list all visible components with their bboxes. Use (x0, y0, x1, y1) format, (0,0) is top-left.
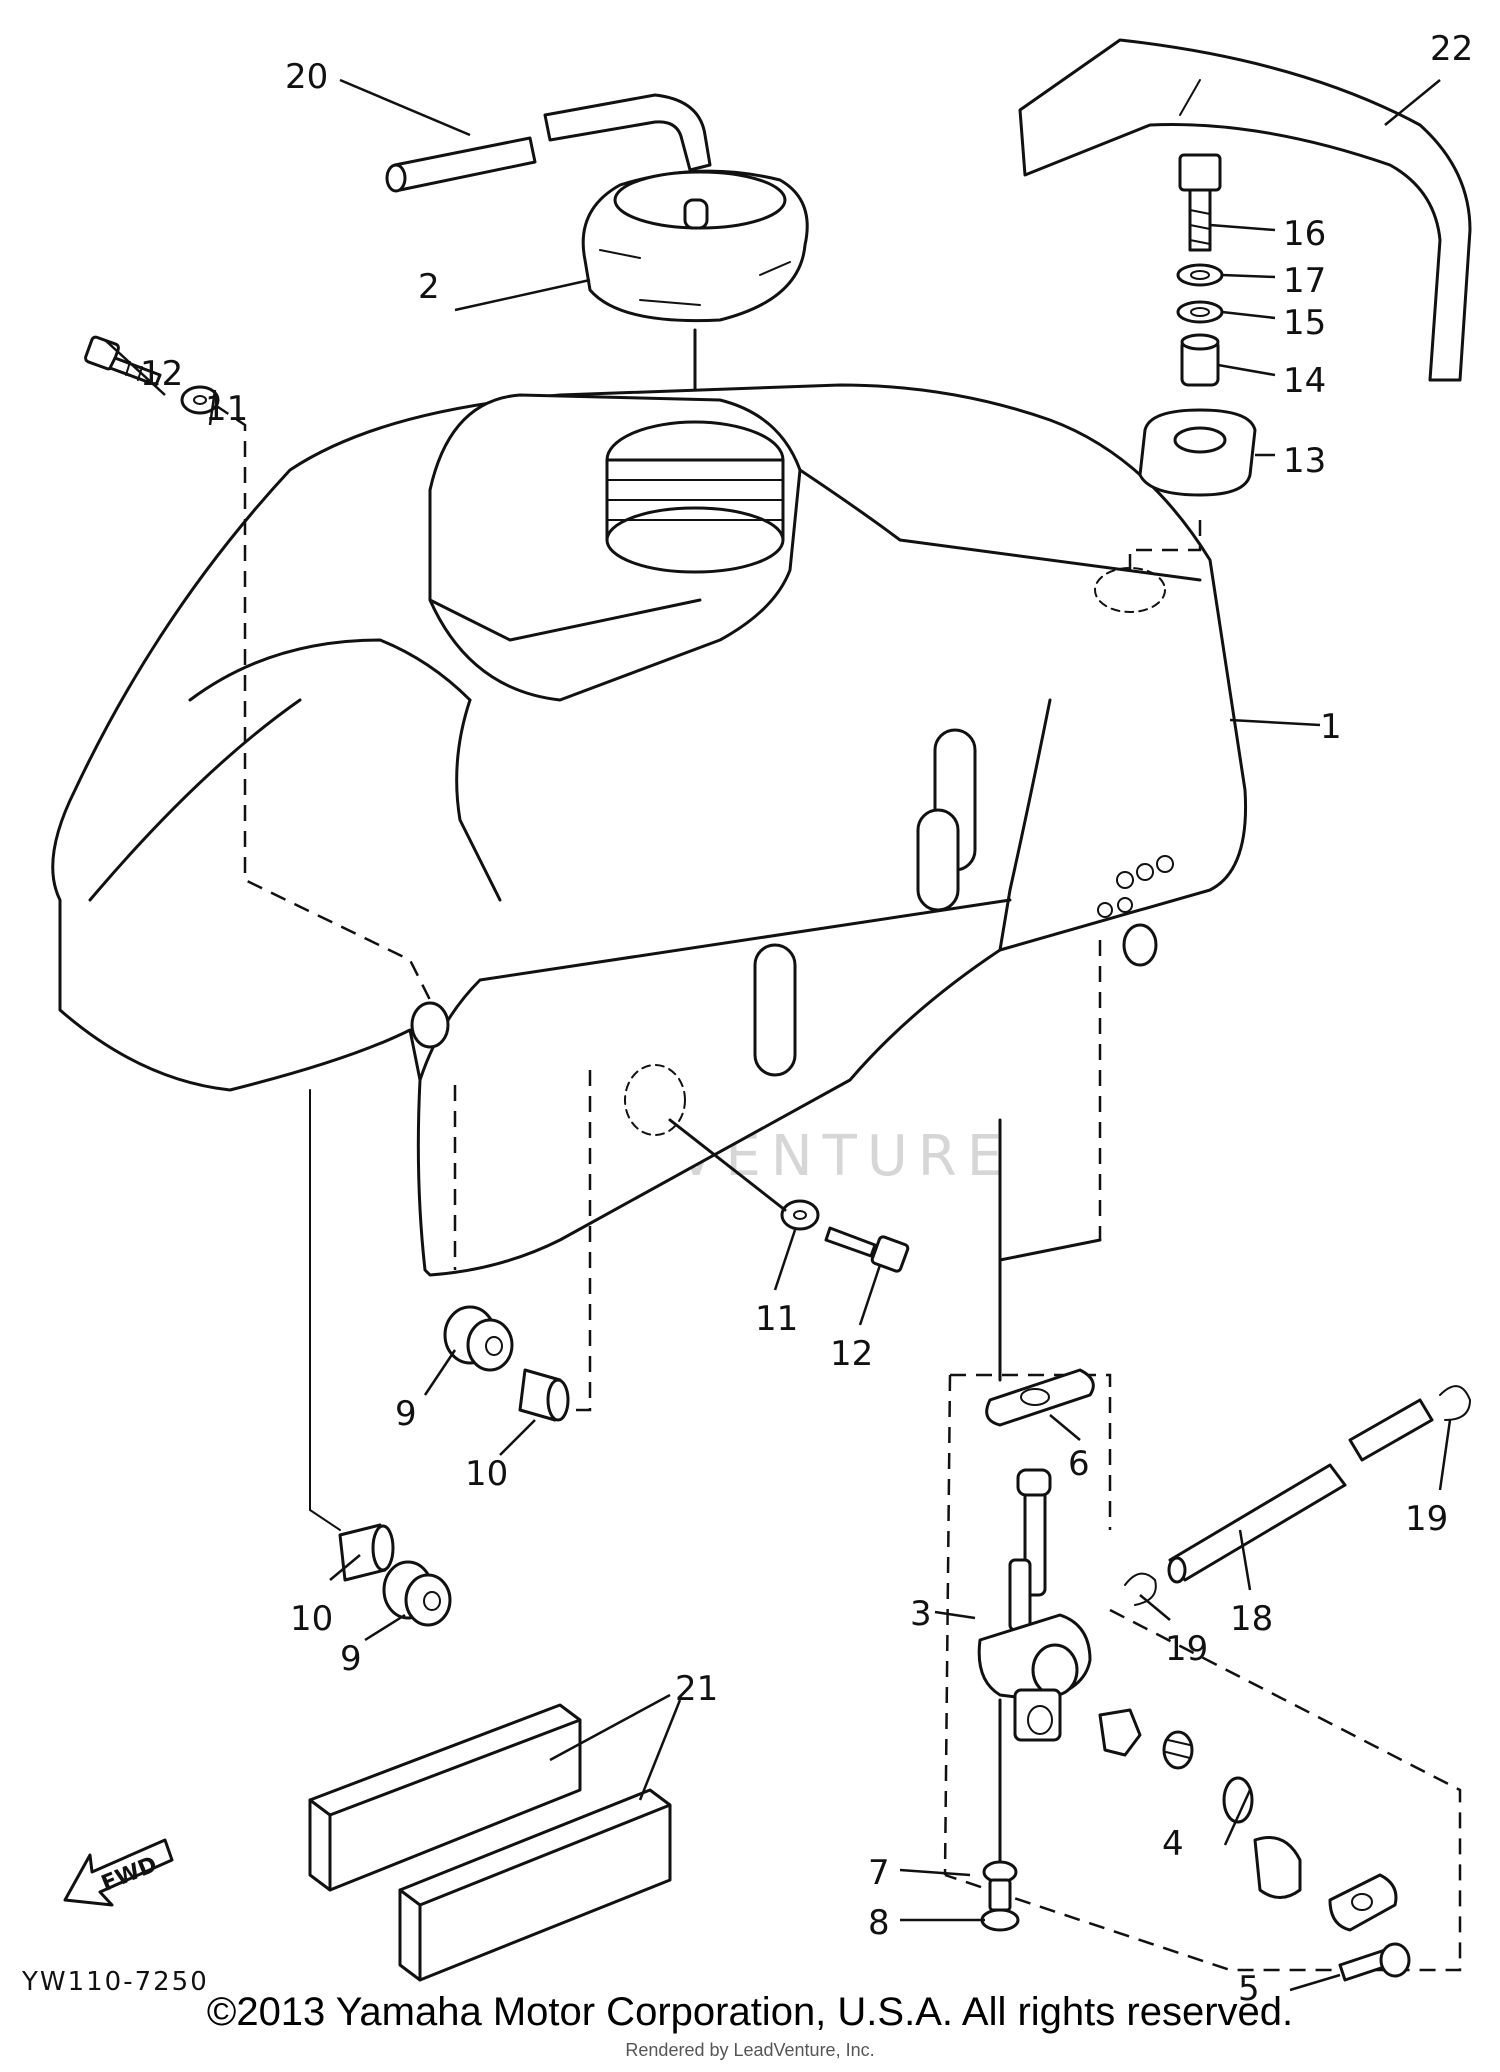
part-14-collar (1180, 333, 1220, 387)
part-2-fuel-cap (581, 169, 809, 323)
fwd-arrow-icon: FWD (63, 1838, 174, 1907)
callout-4: 4 (1162, 1824, 1184, 1864)
part-16-bolt (1178, 153, 1222, 252)
callout-7: 7 (868, 1853, 890, 1893)
part-18-fuel-hose (1167, 1398, 1434, 1584)
callout-13: 13 (1283, 441, 1326, 481)
callout-19-right: 19 (1405, 1499, 1448, 1539)
callout-6: 6 (1068, 1444, 1090, 1484)
callout-5: 5 (1238, 1969, 1260, 2009)
callout-22: 22 (1430, 29, 1473, 69)
callout-8: 8 (868, 1903, 890, 1943)
part-17-spring-washer (1176, 263, 1224, 287)
part-10-collar-lower (338, 1523, 395, 1582)
part-9-damper-lower (382, 1560, 452, 1627)
part-15-washer (1176, 300, 1224, 324)
part-5-screw (1338, 1942, 1411, 1982)
callout-10-lower: 10 (290, 1599, 333, 1639)
callout-18: 18 (1230, 1599, 1273, 1639)
callout-12-lower: 12 (830, 1334, 873, 1374)
part-11-washer-lower (780, 1199, 820, 1231)
part-13-grommet (1138, 408, 1257, 497)
callout-3: 3 (910, 1594, 932, 1634)
callout-9-lower: 9 (340, 1639, 362, 1679)
callout-21: 21 (675, 1669, 718, 1709)
callout-1: 1 (1320, 707, 1342, 747)
callout-19-center: 19 (1165, 1629, 1208, 1669)
part-19-hose-clip-right (1439, 1385, 1472, 1421)
callout-12-upper: 12 (140, 354, 183, 394)
part-9-damper-upper (443, 1305, 514, 1372)
callout-20: 20 (285, 57, 328, 97)
part-12-bolt-lower (824, 1226, 910, 1273)
copyright-notice: ©2013 Yamaha Motor Corporation, U.S.A. A… (206, 1990, 1294, 2034)
part-4-o-ring-group (1098, 1708, 1398, 1932)
part-22-cover-strip (1018, 38, 1472, 382)
callout-11-lower: 11 (755, 1299, 798, 1339)
rendered-by-note: Rendered by LeadVenture, Inc. (625, 2040, 875, 2060)
part-20-breather-hose (385, 93, 712, 193)
diagram-reference-code: YW110-7250 (21, 1967, 209, 1997)
callout-14: 14 (1283, 361, 1326, 401)
callout-10-upper: 10 (465, 1454, 508, 1494)
part-3-fuel-cock (977, 1468, 1092, 1742)
part-8-bolt (980, 1878, 1020, 1932)
callout-9-upper: 9 (395, 1394, 417, 1434)
callout-15: 15 (1283, 303, 1326, 343)
part-1-fuel-tank (51, 383, 1248, 1277)
part-19-hose-clip-center (1124, 1572, 1157, 1606)
part-10-collar-upper (518, 1368, 570, 1422)
callout-16: 16 (1283, 214, 1326, 254)
part-6-gasket (985, 1368, 1095, 1427)
part-21-foam-blocks (308, 1703, 672, 1982)
callout-11-upper: 11 (205, 389, 248, 429)
callout-2: 2 (418, 267, 440, 307)
callout-17: 17 (1283, 261, 1326, 301)
part-11-washer-upper (180, 385, 220, 415)
